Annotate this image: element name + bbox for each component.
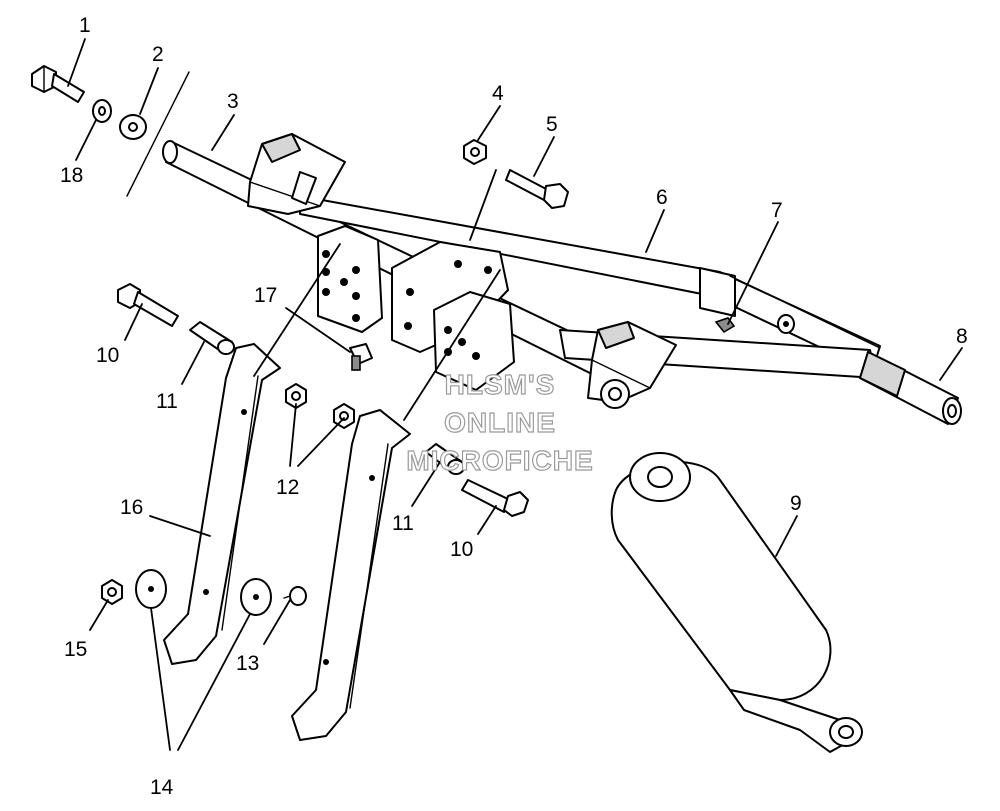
callout-10-upper: 10 <box>96 344 119 367</box>
callout-4: 4 <box>492 82 504 105</box>
watermark-line-2: ONLINE <box>444 407 556 438</box>
callout-8: 8 <box>956 325 968 348</box>
front-shaft-bracket-left <box>247 133 346 215</box>
callout-15: 15 <box>64 638 87 661</box>
callout-1: 1 <box>79 14 91 37</box>
part-5-bolt <box>505 169 569 209</box>
callout-7: 7 <box>771 199 783 222</box>
part-15-nut <box>101 579 123 605</box>
callout-16: 16 <box>120 496 143 519</box>
part-11-bushing-lower <box>425 443 465 475</box>
axis-line <box>126 71 190 197</box>
part-10-bolt-upper <box>117 283 179 327</box>
part-1-bolt <box>31 65 85 103</box>
part-18-washer <box>92 99 112 123</box>
callout-13: 13 <box>236 652 259 675</box>
mount-plate-left <box>317 225 383 333</box>
part-11-bushing-upper <box>189 321 235 355</box>
callout-3: 3 <box>227 90 239 113</box>
callout-18: 18 <box>60 164 83 187</box>
part-13-bolt <box>283 586 307 606</box>
part-14-washer-right <box>240 578 272 616</box>
watermark: HLSM'S ONLINE MICROFICHE <box>406 368 594 476</box>
callout-14: 14 <box>150 776 174 799</box>
front-shaft-bracket-right <box>587 321 677 409</box>
callout-12: 12 <box>276 476 299 499</box>
callout-labels: 1 2 3 4 5 6 7 8 9 10 10 11 11 12 13 14 1… <box>60 14 968 799</box>
callout-9: 9 <box>790 492 802 515</box>
callout-5: 5 <box>546 113 558 136</box>
part-4-nut <box>463 139 487 165</box>
part-7-grease-fitting <box>714 317 736 334</box>
watermark-line-1: HLSM'S <box>445 369 556 400</box>
callout-2: 2 <box>152 43 164 66</box>
part-10-bolt-lower <box>461 479 529 517</box>
part-12-nut-left <box>285 383 307 409</box>
part-9-shock-absorber <box>610 452 863 753</box>
part-16-link-arm-left <box>163 343 281 665</box>
leader-lines <box>67 38 963 751</box>
callout-6: 6 <box>656 186 668 209</box>
callout-10-lower: 10 <box>450 538 473 561</box>
callout-17: 17 <box>254 284 277 307</box>
part-2-washer <box>119 114 147 140</box>
watermark-line-3: MICROFICHE <box>406 445 593 476</box>
part-14-washer-left <box>135 569 167 609</box>
callout-11-lower: 11 <box>392 512 414 535</box>
part-17-grease-fitting <box>349 343 373 371</box>
part-6-rear-arm <box>299 195 881 379</box>
callout-11-upper: 11 <box>156 390 178 413</box>
part-16-link-arm-right <box>291 409 411 741</box>
part-8-rear-shaft <box>859 351 962 425</box>
